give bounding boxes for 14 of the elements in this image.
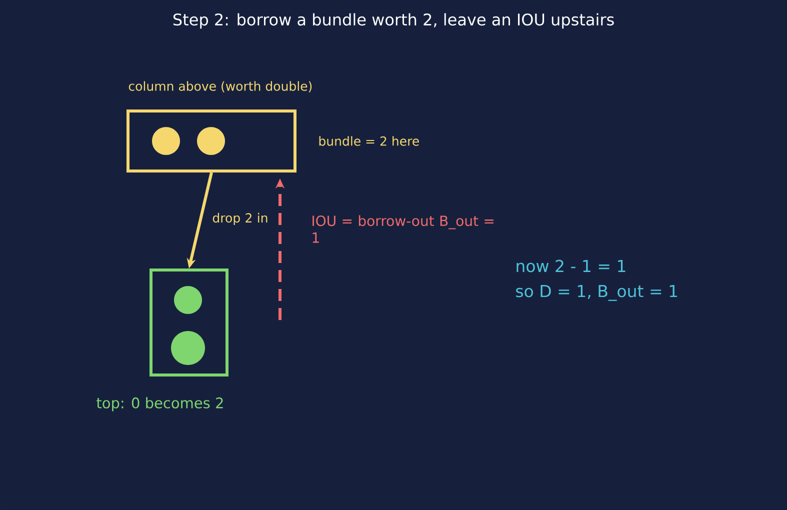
edge-label: IOU = borrow-out B_out = 1 <box>312 215 494 243</box>
title: Step 2: borrow a bundle worth 2, leave an IOU upstairs <box>173 13 614 29</box>
dot <box>174 286 202 314</box>
dot <box>197 127 225 155</box>
box <box>150 268 228 376</box>
dot <box>152 127 180 155</box>
box-heading: column above (worth double) <box>128 81 312 92</box>
box <box>126 110 296 172</box>
dot <box>171 331 205 365</box>
note: so D = 1, B_out = 1 <box>516 285 678 301</box>
box-heading: top: 0 becomes 2 <box>96 397 223 412</box>
note: now 2 - 1 = 1 <box>516 260 626 272</box>
side-note: bundle = 2 here <box>319 136 419 146</box>
edge-label: drop 2 in <box>212 212 268 226</box>
